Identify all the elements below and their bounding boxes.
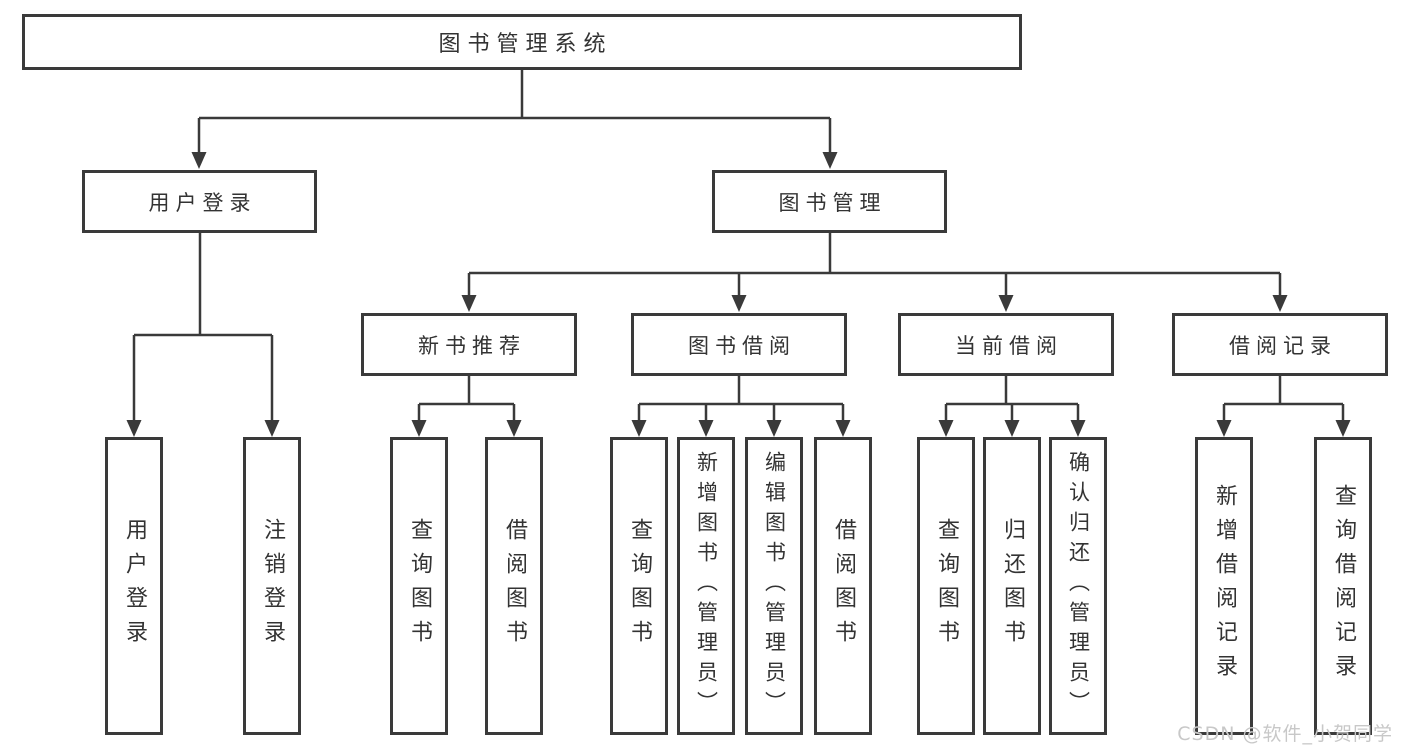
node-root: 图书管理系统 <box>22 14 1022 70</box>
node-root-label: 图书管理系统 <box>438 32 613 57</box>
leaf-borrow-books-2-label: 借阅图书 <box>831 518 856 654</box>
node-book-management-label: 图书管理 <box>778 190 887 215</box>
leaf-edit-book-admin-label: 编辑图书（管理员） <box>762 451 787 721</box>
leaf-edit-book-admin: 编辑图书（管理员） <box>745 437 803 735</box>
node-book-management: 图书管理 <box>712 170 947 233</box>
node-new-book-recommend-label: 新书推荐 <box>418 333 526 358</box>
leaf-borrow-books-1-label: 借阅图书 <box>502 518 527 654</box>
leaf-query-books-3-label: 查询图书 <box>934 518 959 654</box>
leaf-query-books-1: 查询图书 <box>390 437 448 735</box>
leaf-query-books-2: 查询图书 <box>610 437 668 735</box>
leaf-query-books-3: 查询图书 <box>917 437 975 735</box>
leaf-return-book-label: 归还图书 <box>1000 518 1025 654</box>
node-borrow-records-label: 借阅记录 <box>1229 333 1337 358</box>
arrowheads <box>126 152 1351 437</box>
node-user-login-label: 用户登录 <box>148 190 257 215</box>
leaf-logout: 注销登录 <box>243 437 301 735</box>
leaf-confirm-return-admin-label: 确认归还（管理员） <box>1066 451 1091 721</box>
leaf-logout-label: 注销登录 <box>260 518 285 654</box>
leaf-query-borrow-record: 查询借阅记录 <box>1314 437 1372 735</box>
node-current-borrow-label: 当前借阅 <box>955 333 1063 358</box>
leaf-add-book-admin: 新增图书（管理员） <box>677 437 735 735</box>
csdn-watermark: CSDN @软件_小贺同学 <box>1177 723 1393 745</box>
node-new-book-recommend: 新书推荐 <box>361 313 577 376</box>
node-user-login: 用户登录 <box>82 170 317 233</box>
node-book-borrow-label: 图书借阅 <box>688 333 796 358</box>
node-book-borrow: 图书借阅 <box>631 313 847 376</box>
leaf-query-borrow-record-label: 查询借阅记录 <box>1331 484 1356 688</box>
node-current-borrow: 当前借阅 <box>898 313 1114 376</box>
leaf-borrow-books-1: 借阅图书 <box>485 437 543 735</box>
leaf-query-books-1-label: 查询图书 <box>407 518 432 654</box>
leaf-user-login-label: 用户登录 <box>122 518 147 654</box>
leaf-user-login: 用户登录 <box>105 437 163 735</box>
node-borrow-records: 借阅记录 <box>1172 313 1388 376</box>
leaf-query-books-2-label: 查询图书 <box>627 518 652 654</box>
leaf-borrow-books-2: 借阅图书 <box>814 437 872 735</box>
leaf-confirm-return-admin: 确认归还（管理员） <box>1049 437 1107 735</box>
leaf-add-borrow-record-label: 新增借阅记录 <box>1212 484 1237 688</box>
leaf-return-book: 归还图书 <box>983 437 1041 735</box>
leaf-add-book-admin-label: 新增图书（管理员） <box>694 451 719 721</box>
leaf-add-borrow-record: 新增借阅记录 <box>1195 437 1253 735</box>
